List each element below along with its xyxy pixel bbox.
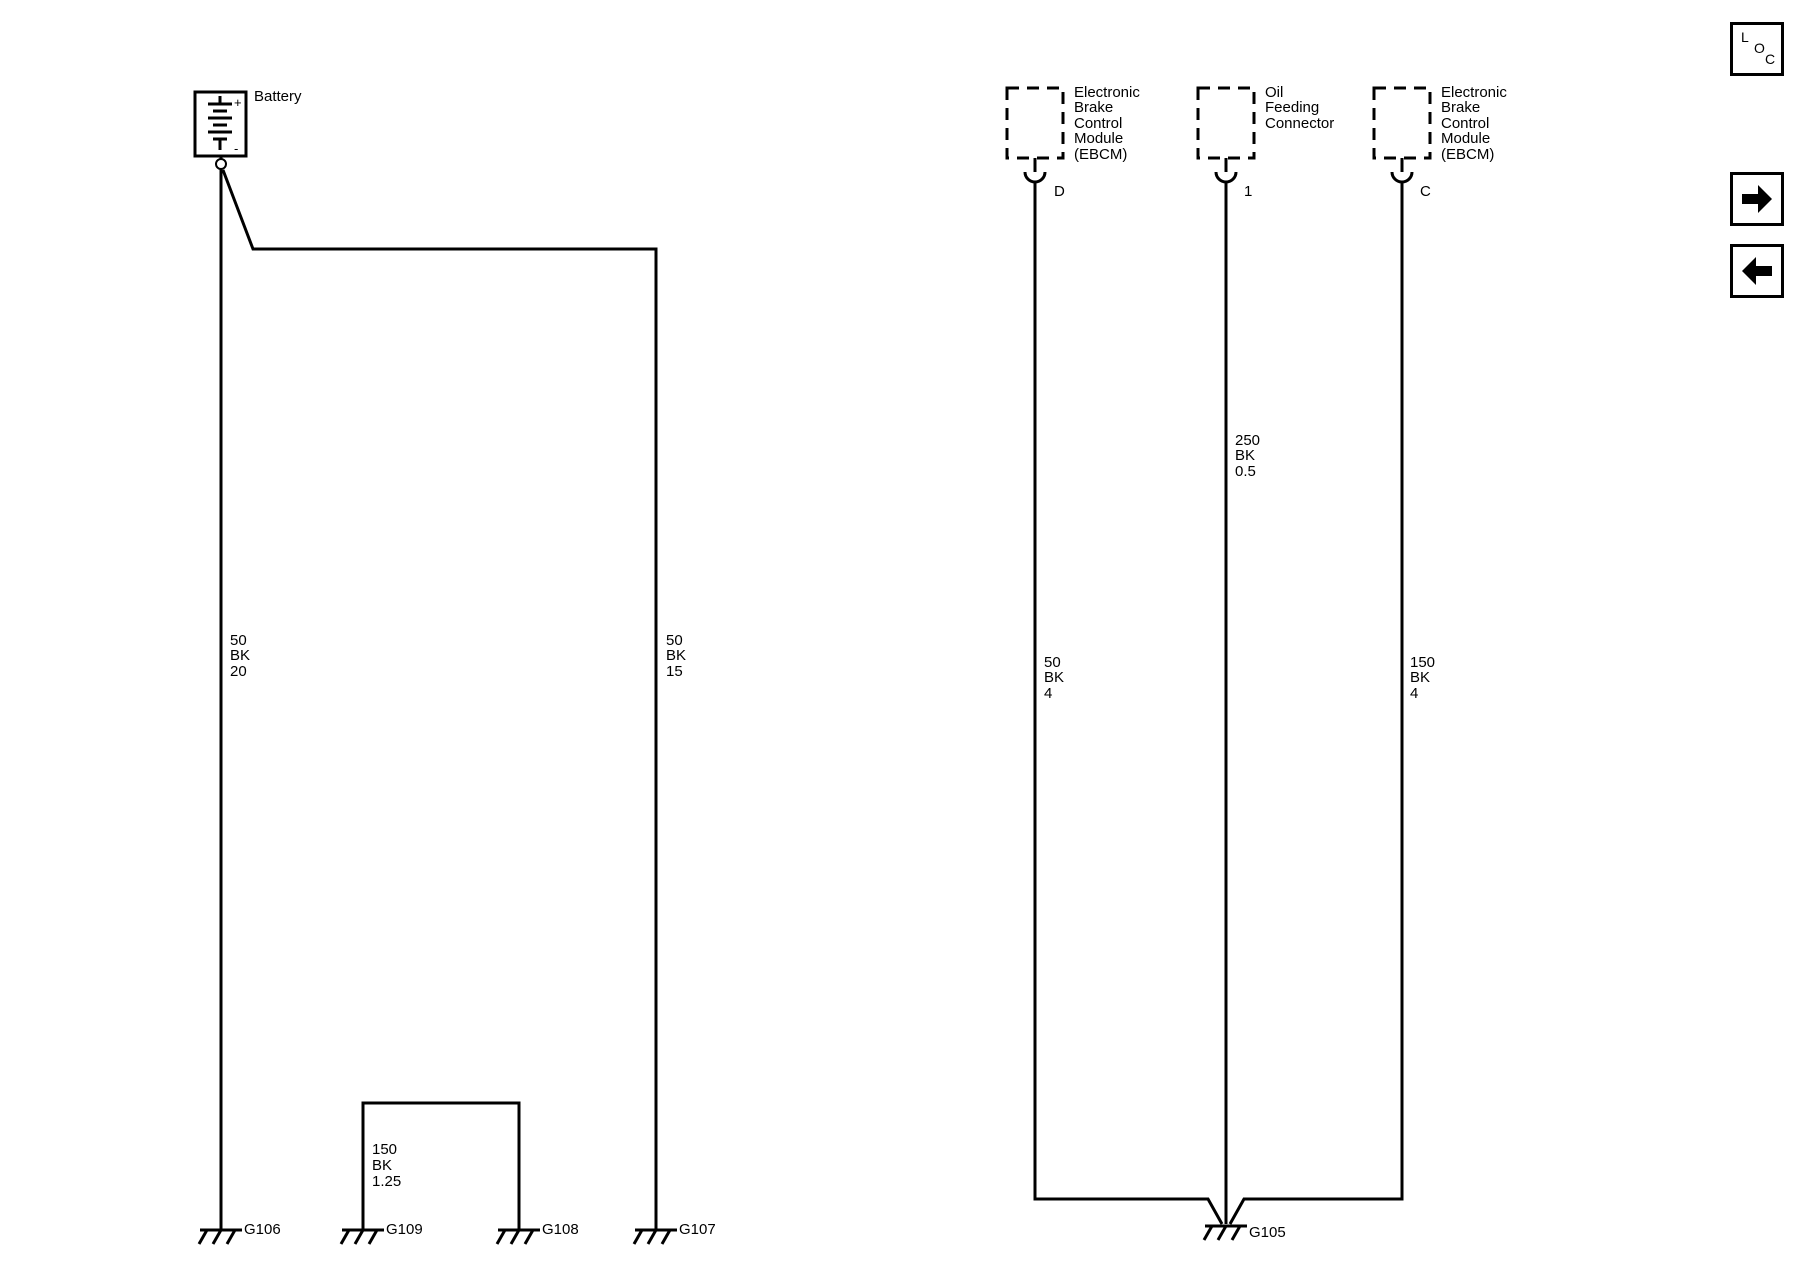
wire-g109-g108 — [361, 1101, 521, 1230]
wire-ebcm-c — [1228, 182, 1404, 1225]
svg-text:BK: BK — [372, 1157, 392, 1174]
svg-text:0.5: 0.5 — [1235, 463, 1256, 480]
ground-g105-icon — [1202, 1224, 1247, 1241]
arrow-left-icon — [1742, 257, 1772, 285]
oil-connector-outline — [1196, 86, 1256, 160]
svg-text:BK: BK — [1235, 447, 1255, 464]
oil-connector-label: Oil Feeding Connector — [1265, 84, 1334, 132]
battery-label: Battery — [254, 88, 302, 105]
ebcm-d-outline — [1005, 86, 1065, 160]
ground-g107-icon — [632, 1228, 677, 1245]
svg-text:Brake: Brake — [1441, 99, 1480, 116]
loc-letter-c: C — [1765, 51, 1776, 67]
loc-letter-l: L — [1741, 29, 1749, 45]
pin-1-icon — [1214, 171, 1238, 184]
ground-g106-icon — [197, 1228, 242, 1245]
svg-text:Brake: Brake — [1074, 99, 1113, 116]
battery-symbol — [193, 90, 248, 170]
ground-g109-icon — [339, 1228, 384, 1245]
svg-text:BK: BK — [1044, 669, 1064, 686]
svg-text:Oil: Oil — [1265, 84, 1283, 101]
wire-g107 — [221, 169, 658, 1230]
wire-label-g107: 50 BK 15 — [666, 632, 686, 680]
forward-button[interactable] — [1730, 172, 1784, 226]
svg-text:Electronic: Electronic — [1441, 84, 1507, 101]
wire-label-ebcm-c: 150 BK 4 — [1410, 654, 1435, 702]
svg-text:4: 4 — [1410, 685, 1418, 702]
ground-label-g108: G108 — [542, 1221, 579, 1238]
ground-label-g107: G107 — [679, 1221, 716, 1238]
ground-label-g109: G109 — [386, 1221, 423, 1238]
svg-text:Module: Module — [1441, 130, 1490, 147]
pin-c-label: C — [1420, 183, 1431, 200]
svg-text:1.25: 1.25 — [372, 1173, 401, 1190]
wire-label-ebcm-d: 50 BK 4 — [1044, 654, 1064, 702]
svg-text:Connector: Connector — [1265, 115, 1334, 132]
back-button[interactable] — [1730, 244, 1784, 298]
svg-text:150: 150 — [372, 1141, 397, 1158]
svg-text:50: 50 — [1044, 654, 1061, 671]
wire-label-g109-g108: 150 BK 1.25 — [372, 1141, 401, 1190]
svg-text:BK: BK — [1410, 669, 1430, 686]
ebcm-c-outline — [1372, 86, 1432, 160]
svg-text:Feeding: Feeding — [1265, 99, 1319, 116]
battery-plus: + — [234, 95, 242, 110]
svg-text:Control: Control — [1074, 115, 1122, 132]
ebcm-d-label: Electronic Brake Control Module (EBCM) — [1074, 84, 1140, 163]
loc-letter-o: O — [1754, 40, 1765, 56]
svg-text:4: 4 — [1044, 685, 1052, 702]
ebcm-c-label: Electronic Brake Control Module (EBCM) — [1441, 84, 1507, 163]
wire-label-oil: 250 BK 0.5 — [1235, 432, 1260, 480]
svg-text:Electronic: Electronic — [1074, 84, 1140, 101]
wire-ebcm-d — [1033, 182, 1224, 1225]
arrow-right-icon — [1742, 185, 1772, 213]
svg-text:20: 20 — [230, 663, 247, 680]
ground-g108-icon — [495, 1228, 540, 1245]
svg-text:15: 15 — [666, 663, 683, 680]
pin-d-label: D — [1054, 183, 1065, 200]
battery-minus: - — [234, 141, 238, 156]
svg-text:Module: Module — [1074, 130, 1123, 147]
svg-text:50: 50 — [666, 632, 683, 649]
svg-text:150: 150 — [1410, 654, 1435, 671]
svg-text:(EBCM): (EBCM) — [1441, 146, 1494, 163]
svg-text:(EBCM): (EBCM) — [1074, 146, 1127, 163]
svg-text:50: 50 — [230, 632, 247, 649]
pin-1-label: 1 — [1244, 183, 1252, 200]
svg-text:Control: Control — [1441, 115, 1489, 132]
svg-text:BK: BK — [230, 647, 250, 664]
svg-text:250: 250 — [1235, 432, 1260, 449]
location-button[interactable]: L O C — [1730, 22, 1784, 76]
pin-c-icon — [1390, 171, 1414, 184]
pin-d-icon — [1023, 171, 1047, 184]
ground-label-g106: G106 — [244, 1221, 281, 1238]
svg-text:BK: BK — [666, 647, 686, 664]
wire-label-g106: 50 BK 20 — [230, 632, 250, 680]
ground-label-g105: G105 — [1249, 1224, 1286, 1241]
